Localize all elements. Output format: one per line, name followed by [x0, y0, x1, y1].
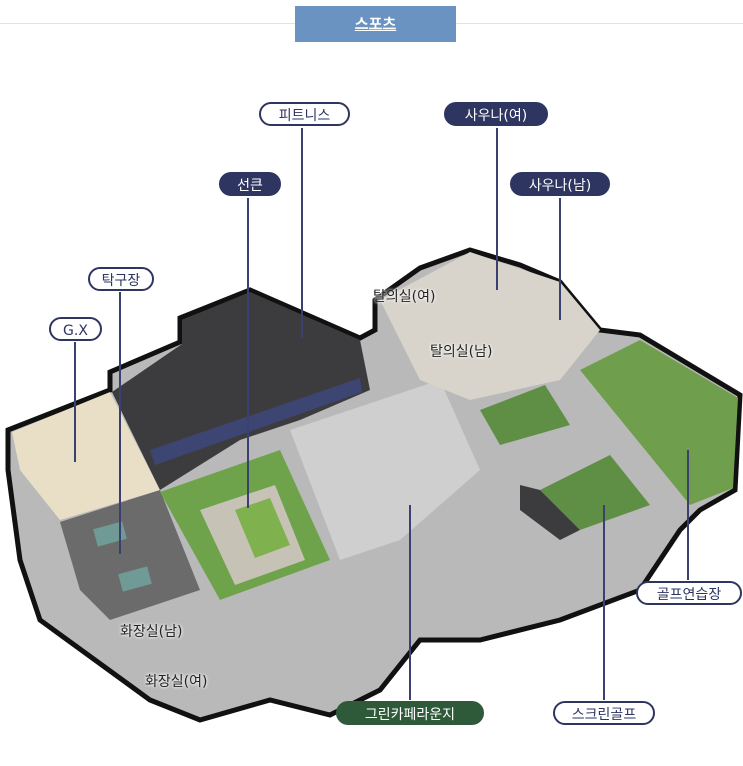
label-gx: G.X: [49, 317, 102, 341]
fitness-room: [112, 292, 370, 490]
gx-room: [12, 392, 160, 520]
screen-golf-room-1: [480, 385, 570, 445]
leader-line: [247, 198, 249, 508]
section-title: 스포츠: [295, 6, 456, 42]
leader-line: [559, 198, 561, 320]
label-green-cafe-lounge: 그린카페라운지: [336, 701, 484, 725]
ping-pong-table: [118, 566, 152, 592]
courtyard-lawn: [235, 498, 290, 558]
label-screen-golf: 스크린골프: [553, 701, 655, 725]
label-sauna-women: 사우나(여): [444, 102, 548, 126]
leader-line: [74, 342, 76, 462]
leader-line: [119, 292, 121, 554]
room-restroom-women: 화장실(여): [145, 674, 208, 690]
ping-pong-table: [93, 521, 127, 547]
label-sunken: 선큰: [219, 172, 281, 196]
fitness-floor-strip: [150, 378, 362, 465]
leader-line: [496, 128, 498, 290]
label-golf-practice: 골프연습장: [636, 581, 742, 605]
label-fitness: 피트니스: [259, 102, 350, 126]
label-table-tennis: 탁구장: [88, 267, 154, 291]
leader-line: [301, 128, 303, 338]
leader-line: [687, 450, 689, 580]
golf-practice-area: [580, 340, 738, 505]
table-tennis-room: [60, 490, 200, 620]
room-locker-men: 탈의실(남): [430, 344, 493, 360]
room-restroom-men: 화장실(남): [120, 624, 183, 640]
leader-line: [409, 505, 411, 700]
cafe-lounge: [290, 380, 480, 560]
sauna-area: [380, 252, 600, 400]
label-sauna-men: 사우나(남): [510, 172, 610, 196]
leader-line: [603, 505, 605, 700]
screen-golf-room-2: [540, 455, 650, 530]
room-locker-women: 탈의실(여): [373, 289, 436, 305]
screen-golf-control-room: [520, 485, 580, 540]
